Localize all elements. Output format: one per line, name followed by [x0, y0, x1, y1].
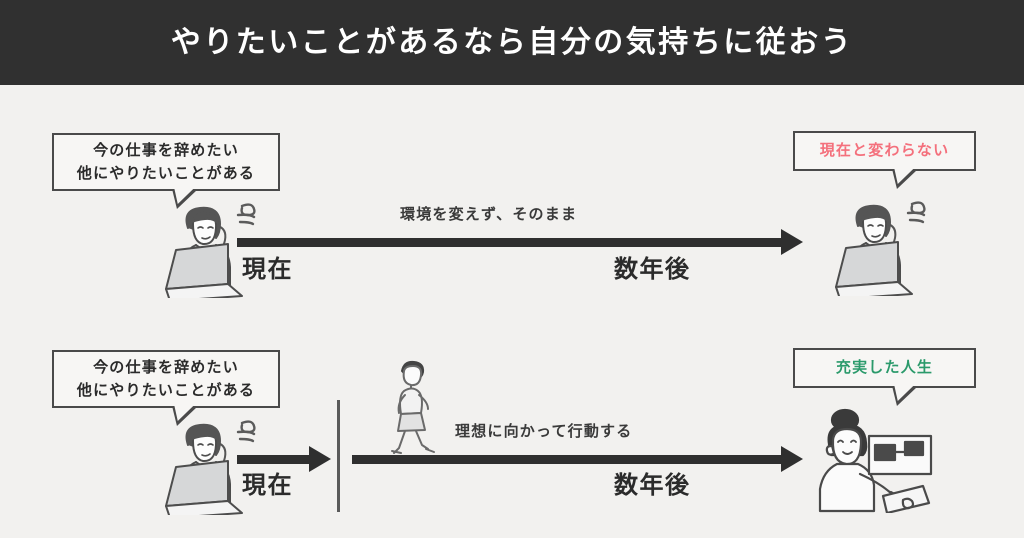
- thought-bubble-row1-line2: 他にやりたいことがある: [76, 165, 256, 182]
- outcome-bubble-row2-text: 充実した人生: [835, 359, 934, 377]
- thought-bubble-row2-line2: 他にやりたいことがある: [76, 382, 256, 399]
- header-bar: やりたいことがあるなら自分の気持ちに従おう: [0, 0, 1024, 85]
- outcome-bubble-row1-text: 現在と変わらない: [819, 142, 950, 160]
- timeline-divider-row2: [337, 400, 340, 512]
- timeline-arrow-row2-short-shaft: [237, 455, 310, 464]
- timeline-arrow-row2-head: [781, 446, 803, 472]
- outcome-bubble-row2: 充実した人生: [793, 348, 976, 388]
- timeline-arrow-row1-shaft: [237, 238, 782, 247]
- thought-bubble-row2-line1: 今の仕事を辞めたい: [93, 358, 239, 376]
- axis-label-row2-end: 数年後: [614, 472, 691, 499]
- page-title: やりたいことがあるなら自分の気持ちに従おう: [170, 25, 854, 59]
- arrow-caption-row1: 環境を変えず、そのまま: [400, 206, 578, 223]
- timeline-arrow-row1-head: [781, 229, 803, 255]
- thought-bubble-row2: 今の仕事を辞めたい 他にやりたいことがある: [52, 350, 280, 408]
- thought-bubble-row1-line1: 今の仕事を辞めたい: [93, 141, 239, 159]
- axis-label-row1-end: 数年後: [614, 256, 691, 283]
- axis-label-row2-start: 現在: [242, 472, 293, 499]
- arrow-caption-row2: 理想に向かって行動する: [455, 423, 633, 440]
- timeline-arrow-row2-shaft: [352, 455, 782, 464]
- timeline-arrow-row2-short-head: [309, 446, 331, 472]
- outcome-bubble-row1: 現在と変わらない: [793, 131, 976, 171]
- axis-label-row1-start: 現在: [242, 256, 293, 283]
- thought-bubble-row1: 今の仕事を辞めたい 他にやりたいことがある: [52, 133, 280, 191]
